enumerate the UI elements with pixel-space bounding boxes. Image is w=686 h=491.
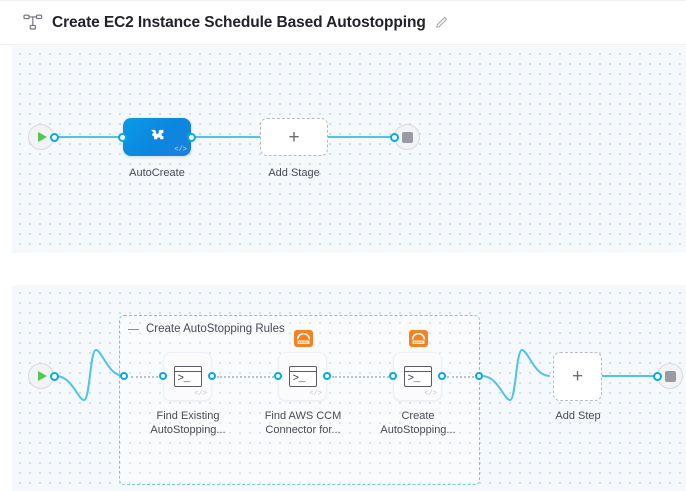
start-circle — [28, 124, 54, 150]
play-icon — [38, 371, 47, 381]
plus-icon: + — [571, 366, 584, 387]
step-box[interactable]: >_ </> — [163, 352, 212, 401]
code-tag-icon: </> — [309, 390, 322, 398]
group-exit-port[interactable] — [475, 372, 483, 380]
execution-start-node[interactable] — [28, 363, 59, 389]
end-input-port[interactable] — [653, 371, 662, 381]
step3-output-port[interactable] — [438, 372, 446, 380]
step-label-line2: AutoStopping... — [150, 424, 226, 436]
start-output-port[interactable] — [50, 371, 59, 381]
pipeline-icon — [22, 13, 44, 33]
stop-icon — [664, 370, 676, 382]
puzzle-code-icon — [151, 129, 164, 140]
pipeline-start-node[interactable] — [28, 124, 59, 150]
stages-canvas[interactable]: </> AutoCreate + Add Stage — [12, 46, 686, 253]
step-label-line1: Find AWS CCM — [264, 410, 342, 422]
connector-addstage-to-end — [328, 136, 394, 138]
plus-icon: + — [288, 126, 300, 148]
step-label-line1: Create — [401, 410, 435, 422]
stage-output-port[interactable] — [187, 132, 196, 142]
start-output-port[interactable] — [50, 132, 59, 142]
add-stage-label: Add Stage — [268, 167, 320, 179]
stage-label: AutoCreate — [129, 167, 185, 179]
page-title: Create EC2 Instance Schedule Based Autos… — [52, 13, 426, 31]
step-label-line1: Find Existing — [156, 410, 220, 422]
connector-entry-to-step1 — [131, 376, 162, 378]
pipeline-end-node[interactable] — [390, 124, 420, 150]
connector-group-to-addstep — [482, 348, 551, 402]
step-node-find-aws-ccm-connector[interactable]: >_ </> Find AWS CCM Connector for... — [265, 330, 341, 436]
execution-end-node[interactable] — [653, 363, 683, 389]
play-icon — [38, 132, 47, 142]
stop-icon — [401, 131, 413, 143]
add-stage-node[interactable]: + Add Stage — [260, 118, 328, 179]
shell-script-icon: >_ — [403, 366, 432, 387]
step-node-find-existing[interactable]: >_ </> Find Existing AutoStopping... — [150, 352, 226, 436]
step-label-line2: Connector for... — [265, 424, 341, 436]
step1-output-port[interactable] — [208, 372, 216, 380]
group-entry-port[interactable] — [120, 372, 128, 380]
stage-node-autocreate[interactable]: </> AutoCreate — [118, 118, 196, 179]
step-box[interactable]: >_ </> — [393, 352, 442, 401]
code-tag-icon: </> — [174, 146, 187, 154]
code-tag-icon: </> — [424, 390, 437, 398]
step2-input-port[interactable] — [274, 372, 282, 380]
aws-icon — [294, 330, 313, 347]
step-label: Create AutoStopping... — [368, 409, 468, 437]
start-circle — [28, 363, 54, 389]
pipeline-header: Create EC2 Instance Schedule Based Autos… — [0, 0, 686, 45]
step-group-header[interactable]: Create AutoStopping Rules — [128, 323, 285, 335]
step-node-create-autostopping[interactable]: >_ </> Create AutoStopping... — [380, 330, 456, 436]
code-tag-icon: </> — [194, 390, 207, 398]
stage-box[interactable]: </> — [123, 118, 191, 156]
step1-input-port[interactable] — [159, 372, 167, 380]
steps-canvas[interactable]: Create AutoStopping Rules >_ </> Find Ex — [12, 285, 686, 491]
add-step-label: Add Step — [555, 410, 601, 422]
step2-output-port[interactable] — [323, 372, 331, 380]
shell-script-icon: >_ — [173, 366, 202, 387]
connector-start-to-autocreate — [56, 136, 122, 138]
connector-addstep-to-end — [602, 375, 657, 377]
step-label: Find Existing AutoStopping... — [138, 409, 238, 437]
shell-script-icon: >_ — [288, 366, 317, 387]
connector-autocreate-to-addstage — [192, 136, 260, 138]
step-label-line2: AutoStopping... — [380, 424, 456, 436]
minus-icon[interactable] — [128, 328, 139, 330]
end-input-port[interactable] — [390, 132, 399, 142]
add-stage-button[interactable]: + — [260, 118, 328, 156]
add-step-node[interactable]: + Add Step — [553, 352, 602, 422]
pencil-icon[interactable] — [435, 16, 449, 30]
connector-step1-to-step2 — [217, 376, 277, 378]
add-step-button[interactable]: + — [553, 352, 602, 401]
connector-step3-to-exit — [447, 376, 478, 378]
step-label: Find AWS CCM Connector for... — [253, 409, 353, 437]
step-box[interactable]: >_ </> — [278, 352, 327, 401]
connector-step2-to-step3 — [332, 376, 392, 378]
connector-start-to-group — [56, 348, 125, 402]
stage-input-port[interactable] — [118, 132, 127, 142]
aws-icon — [409, 330, 428, 347]
step3-input-port[interactable] — [389, 372, 397, 380]
step-group-title: Create AutoStopping Rules — [146, 323, 285, 335]
